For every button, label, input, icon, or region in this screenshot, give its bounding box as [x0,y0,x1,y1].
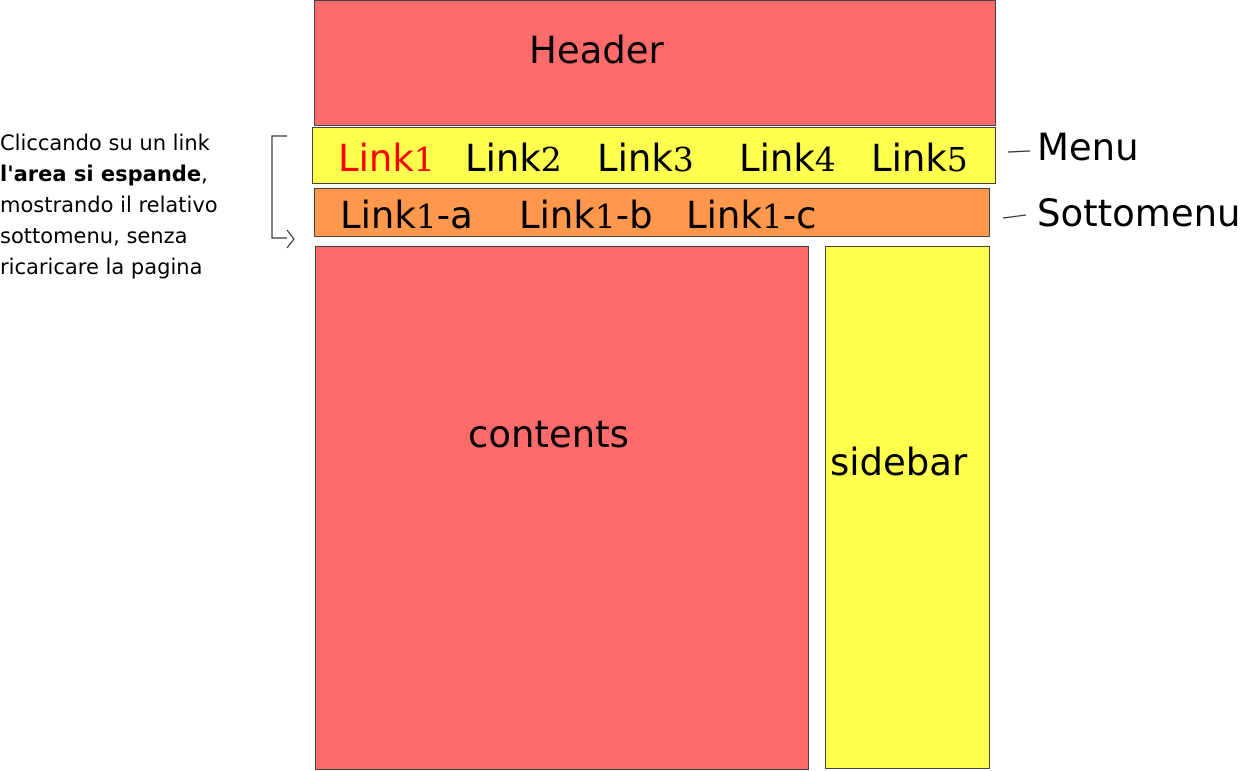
contents-label: contents [468,413,629,456]
submenu-leader-line [1002,214,1027,219]
contents-area: contents [315,246,809,770]
submenu-link-1a[interactable]: Link1-a [340,194,473,237]
submenu-link-1c[interactable]: Link1-c [686,194,817,237]
menu-link-2[interactable]: Link2 [465,137,562,180]
note-line-2: l'area si espande, [0,162,208,186]
explanation-note: Cliccando su un link l'area si espande, … [0,128,262,283]
note-line-5: ricaricare la pagina [0,255,203,279]
menu-link-4[interactable]: Link4 [739,137,836,180]
note-line-1: Cliccando su un link [0,131,210,155]
menu-link-5[interactable]: Link5 [871,137,968,180]
sidebar-label: sidebar [830,441,968,484]
header-label: Header [529,29,664,72]
sidebar-area: sidebar [825,246,990,769]
header-area: Header [314,0,996,126]
note-line-4: sottomenu, senza [0,224,188,248]
note-line-3: mostrando il relativo [0,193,218,217]
submenu-bar: Link1-a Link1-b Link1-c [314,188,990,237]
menu-link-1[interactable]: Link1 [338,137,435,180]
submenu-annotation-label: Sottomenu [1037,192,1241,235]
menu-bar: Link1 Link2 Link3 Link4 Link5 [312,127,996,184]
note-bracket [271,135,287,239]
note-bold-text: l'area si espande [0,162,202,186]
menu-annotation-label: Menu [1037,126,1139,169]
submenu-link-1b[interactable]: Link1-b [519,194,653,237]
note-arrow-icon [286,229,295,249]
menu-leader-line [1007,150,1031,153]
menu-link-3[interactable]: Link3 [597,137,694,180]
